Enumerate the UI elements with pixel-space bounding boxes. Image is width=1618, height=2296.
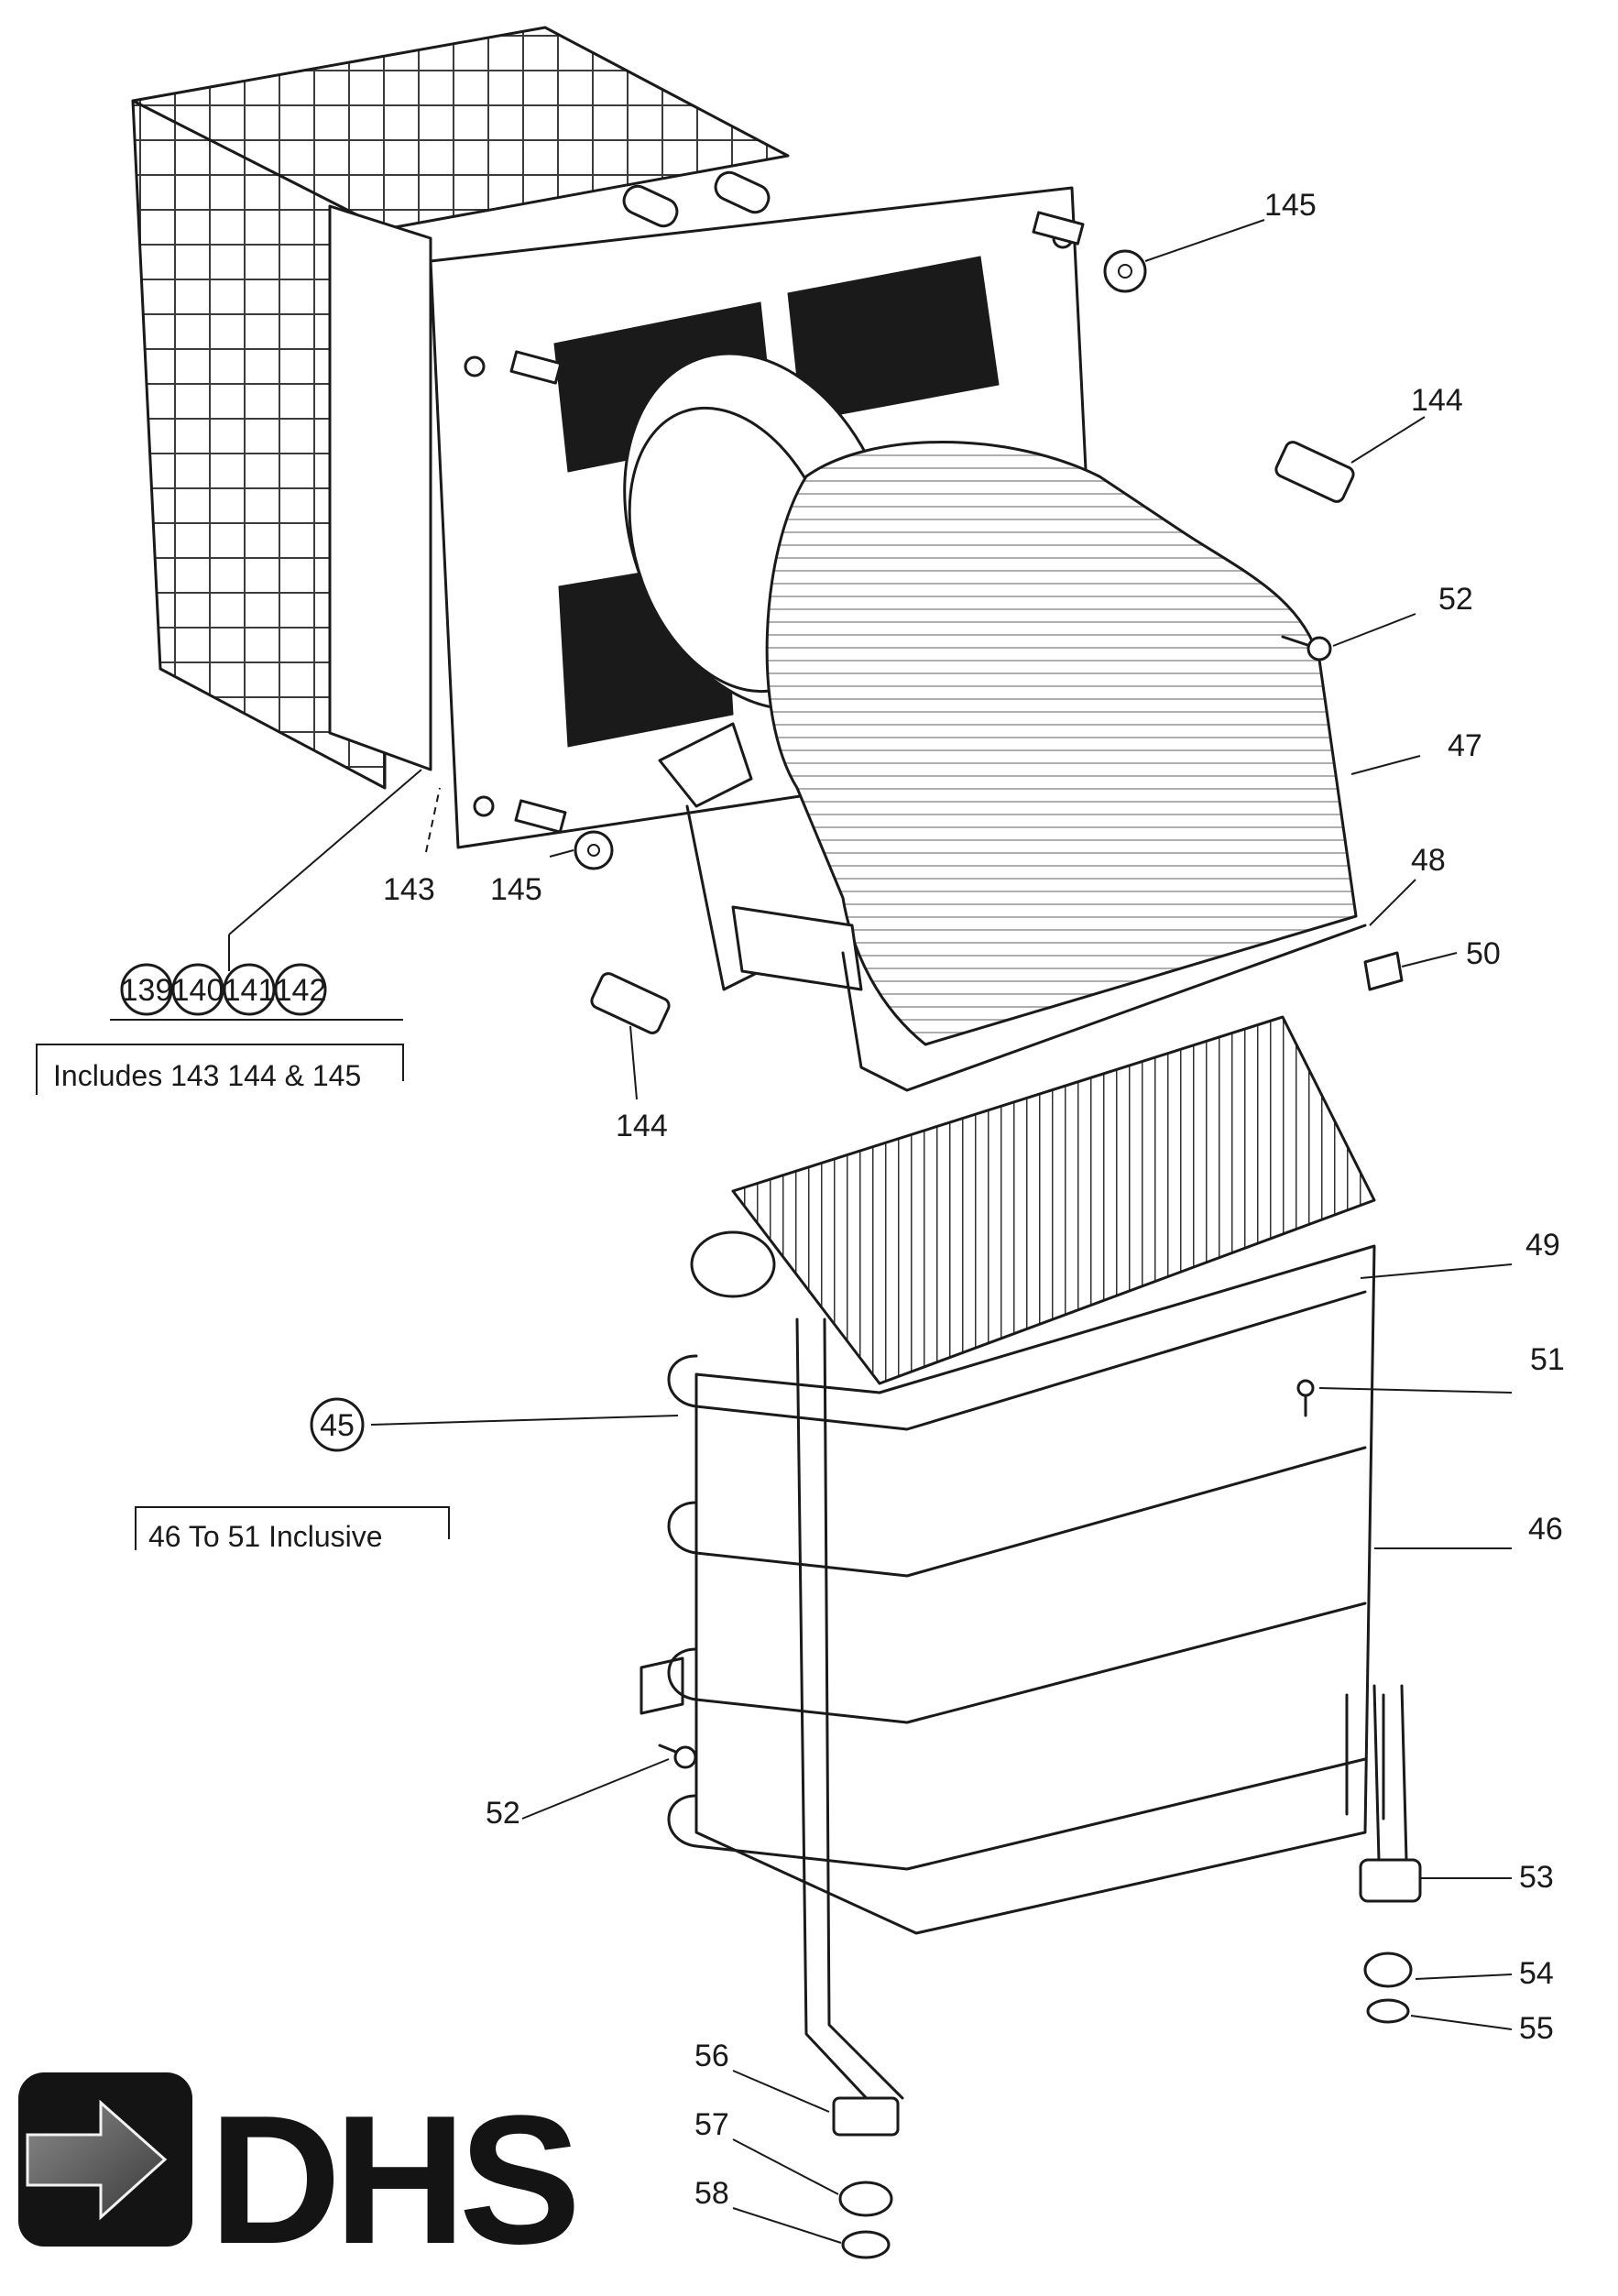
inclusive-note-text: 46 To 51 Inclusive	[148, 1520, 383, 1553]
heat-exchanger	[640, 1015, 1385, 1935]
callout-45-circle: 45	[310, 1397, 365, 1452]
dhs-logo: DHS	[18, 2072, 582, 2282]
callout-145-upper: 145	[1264, 188, 1317, 223]
inlet-pipe	[1359, 1684, 1422, 2024]
callout-58: 58	[694, 2176, 729, 2211]
draught-diverter-hood	[623, 352, 1358, 1046]
leader-lines	[228, 219, 1513, 2244]
clip-50	[1363, 951, 1404, 991]
screw-52-upper	[1281, 635, 1332, 661]
callout-139: 139	[121, 973, 173, 1008]
callout-47: 47	[1448, 728, 1482, 763]
callout-52-upper: 52	[1438, 582, 1473, 617]
callout-144-lower: 144	[616, 1109, 668, 1143]
callout-145-lower: 145	[490, 872, 542, 907]
inclusive-note: 46 To 51 Inclusive	[135, 1506, 450, 1553]
nut-144-upper	[1274, 441, 1355, 503]
callout-54: 54	[1519, 1956, 1554, 1991]
includes-note-text: Includes 143 144 & 145	[53, 1059, 361, 1092]
includes-note: Includes 143 144 & 145	[36, 1044, 404, 1095]
callout-53: 53	[1519, 1860, 1554, 1895]
callout-48: 48	[1411, 843, 1446, 878]
callout-144-upper: 144	[1411, 383, 1463, 418]
screw-52-lower	[658, 1744, 697, 1769]
flue-guard-grille	[131, 26, 790, 790]
washer-145-upper	[1103, 249, 1147, 293]
arrow-icon	[26, 2099, 168, 2221]
callout-51: 51	[1530, 1342, 1565, 1377]
washer-145-lower	[574, 830, 614, 870]
callout-50: 50	[1466, 936, 1501, 971]
dhs-logo-text: DHS	[209, 2078, 574, 2282]
callout-141: 141	[224, 973, 276, 1008]
screw-51	[1296, 1379, 1315, 1417]
nut-144-lower	[590, 972, 671, 1034]
callout-55: 55	[1519, 2011, 1554, 2046]
callout-143: 143	[383, 872, 435, 907]
kit-number-group: 139 140 141 142	[110, 963, 403, 1021]
callout-57: 57	[694, 2107, 729, 2142]
callout-49: 49	[1525, 1228, 1560, 1263]
gasket-48	[841, 924, 1367, 1092]
callout-140: 140	[172, 973, 224, 1008]
callout-46: 46	[1528, 1512, 1563, 1547]
outlet-pipe	[795, 1317, 904, 2259]
callout-52-lower: 52	[486, 1796, 520, 1831]
callout-45: 45	[320, 1408, 355, 1443]
callout-142: 142	[275, 973, 327, 1008]
callout-56: 56	[694, 2039, 729, 2073]
